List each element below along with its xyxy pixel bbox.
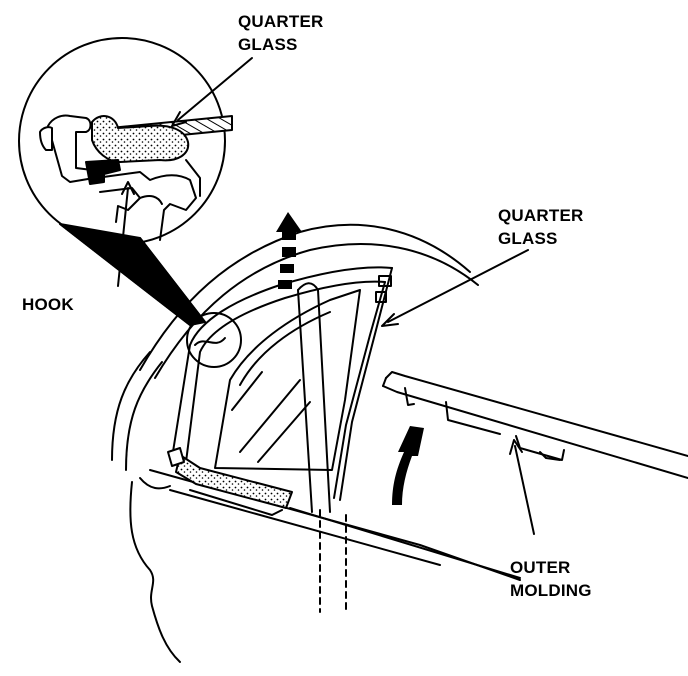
label-hook: HOOK	[22, 293, 74, 316]
label-line: HOOK	[22, 295, 74, 314]
label-line: OUTER	[510, 558, 571, 577]
upward-arrows	[276, 212, 424, 505]
lower-weatherstrip	[167, 447, 293, 516]
label-line: MOLDING	[510, 581, 592, 600]
label-line: QUARTER	[238, 12, 324, 31]
label-line: GLASS	[238, 35, 298, 54]
label-line: GLASS	[498, 229, 558, 248]
outer-molding-part	[382, 371, 688, 479]
leader-lines	[117, 57, 535, 535]
label-outer-molding: OUTER MOLDING	[510, 556, 592, 602]
label-quarter-glass-top: QUARTER GLASS	[238, 10, 323, 56]
label-quarter-glass-right: QUARTER GLASS	[498, 204, 583, 250]
hook-cross-section	[39, 114, 233, 241]
detail-magnifier	[18, 37, 242, 368]
label-line: QUARTER	[498, 206, 584, 225]
